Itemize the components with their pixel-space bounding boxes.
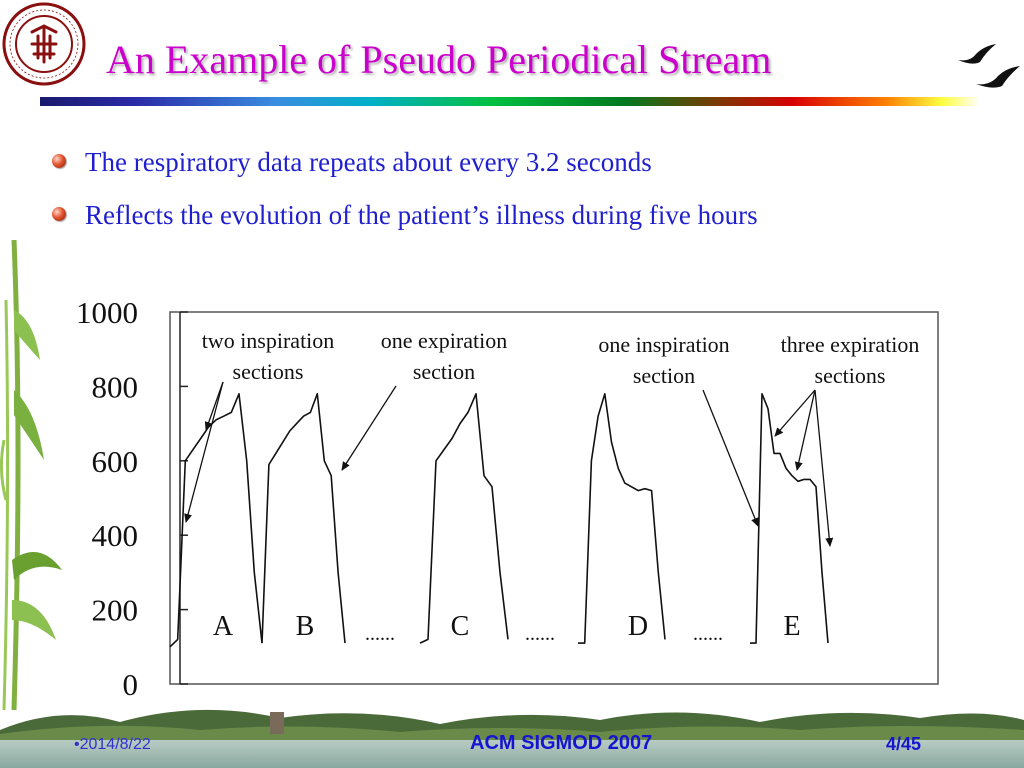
- separator-dots: ......: [693, 623, 723, 645]
- y-tick-labels: 0 200 400 600 800 1000: [76, 295, 138, 700]
- birds-icon: [958, 44, 1020, 88]
- y-tick-label: 1000: [76, 295, 138, 330]
- segment-labels: A B C D E: [213, 611, 801, 642]
- annotation-arrow: [341, 385, 397, 471]
- separator-dots: ......: [525, 623, 555, 645]
- annotation-arrows: [184, 381, 834, 547]
- annotation-arrow: [204, 381, 224, 431]
- footer-conference: ACM SIGMOD 2007: [470, 732, 653, 754]
- separators: ..................: [365, 623, 723, 645]
- y-tick-label: 200: [92, 593, 139, 628]
- segment-label: A: [213, 611, 234, 642]
- annotation-text: one expiration: [381, 328, 507, 353]
- annotation-arrow: [774, 389, 816, 437]
- annotation-arrow: [794, 389, 816, 471]
- respiratory-chart: 0 200 400 600 800 1000 A B C D E ................…: [76, 295, 939, 700]
- bullet-item: The respiratory data repeats about every…: [50, 136, 758, 189]
- annotation-arrow: [702, 389, 759, 527]
- annotation-text: one inspiration: [598, 332, 729, 357]
- segment-label: D: [628, 611, 648, 642]
- waveform-segment: [169, 393, 263, 648]
- separator-dots: ......: [365, 623, 395, 645]
- annotation-arrow: [184, 381, 224, 523]
- bullet-list: The respiratory data repeats about every…: [50, 136, 758, 242]
- annotation-text: three expiration: [781, 332, 920, 357]
- segment-label: C: [451, 611, 470, 642]
- plot-frame: [169, 311, 939, 685]
- waveform-segment: [750, 393, 829, 644]
- annotation-text: two inspiration: [202, 328, 335, 353]
- university-logo: [2, 2, 86, 86]
- annotation-text: section: [633, 363, 695, 388]
- bullet-item: Reflects the evolution of the patient’s …: [50, 189, 758, 242]
- waveform-segment: [578, 393, 666, 644]
- annotation-text: sections: [815, 363, 886, 388]
- y-tick-label: 0: [123, 667, 139, 700]
- series-group: [169, 393, 829, 648]
- annotation-arrow: [814, 389, 834, 547]
- slide-title: An Example of Pseudo Periodical Stream: [106, 37, 772, 82]
- bullet-text: The respiratory data repeats about every…: [85, 147, 652, 177]
- annotation-text: section: [413, 359, 475, 384]
- annotations: two inspiration sections one expiration sec…: [202, 328, 920, 388]
- title-underline: [40, 97, 980, 106]
- y-tick-label: 400: [92, 518, 139, 553]
- waveform-segment: [261, 393, 346, 644]
- footer-page-number: 4/45: [886, 734, 922, 754]
- bullet-text: Reflects the evolution of the patient’s …: [85, 200, 758, 230]
- annotation-text: sections: [233, 359, 304, 384]
- segment-label: B: [296, 611, 315, 642]
- bullet-icon: [52, 154, 66, 168]
- segment-label: E: [783, 611, 800, 642]
- footer-scenery: [0, 709, 1024, 768]
- y-tick-label: 800: [92, 369, 139, 404]
- footer-date: •2014/8/22: [74, 736, 151, 753]
- bamboo-decoration: [0, 240, 62, 710]
- waveform-segment: [419, 393, 509, 644]
- bullet-icon: [52, 207, 66, 221]
- y-tick-label: 600: [92, 444, 139, 479]
